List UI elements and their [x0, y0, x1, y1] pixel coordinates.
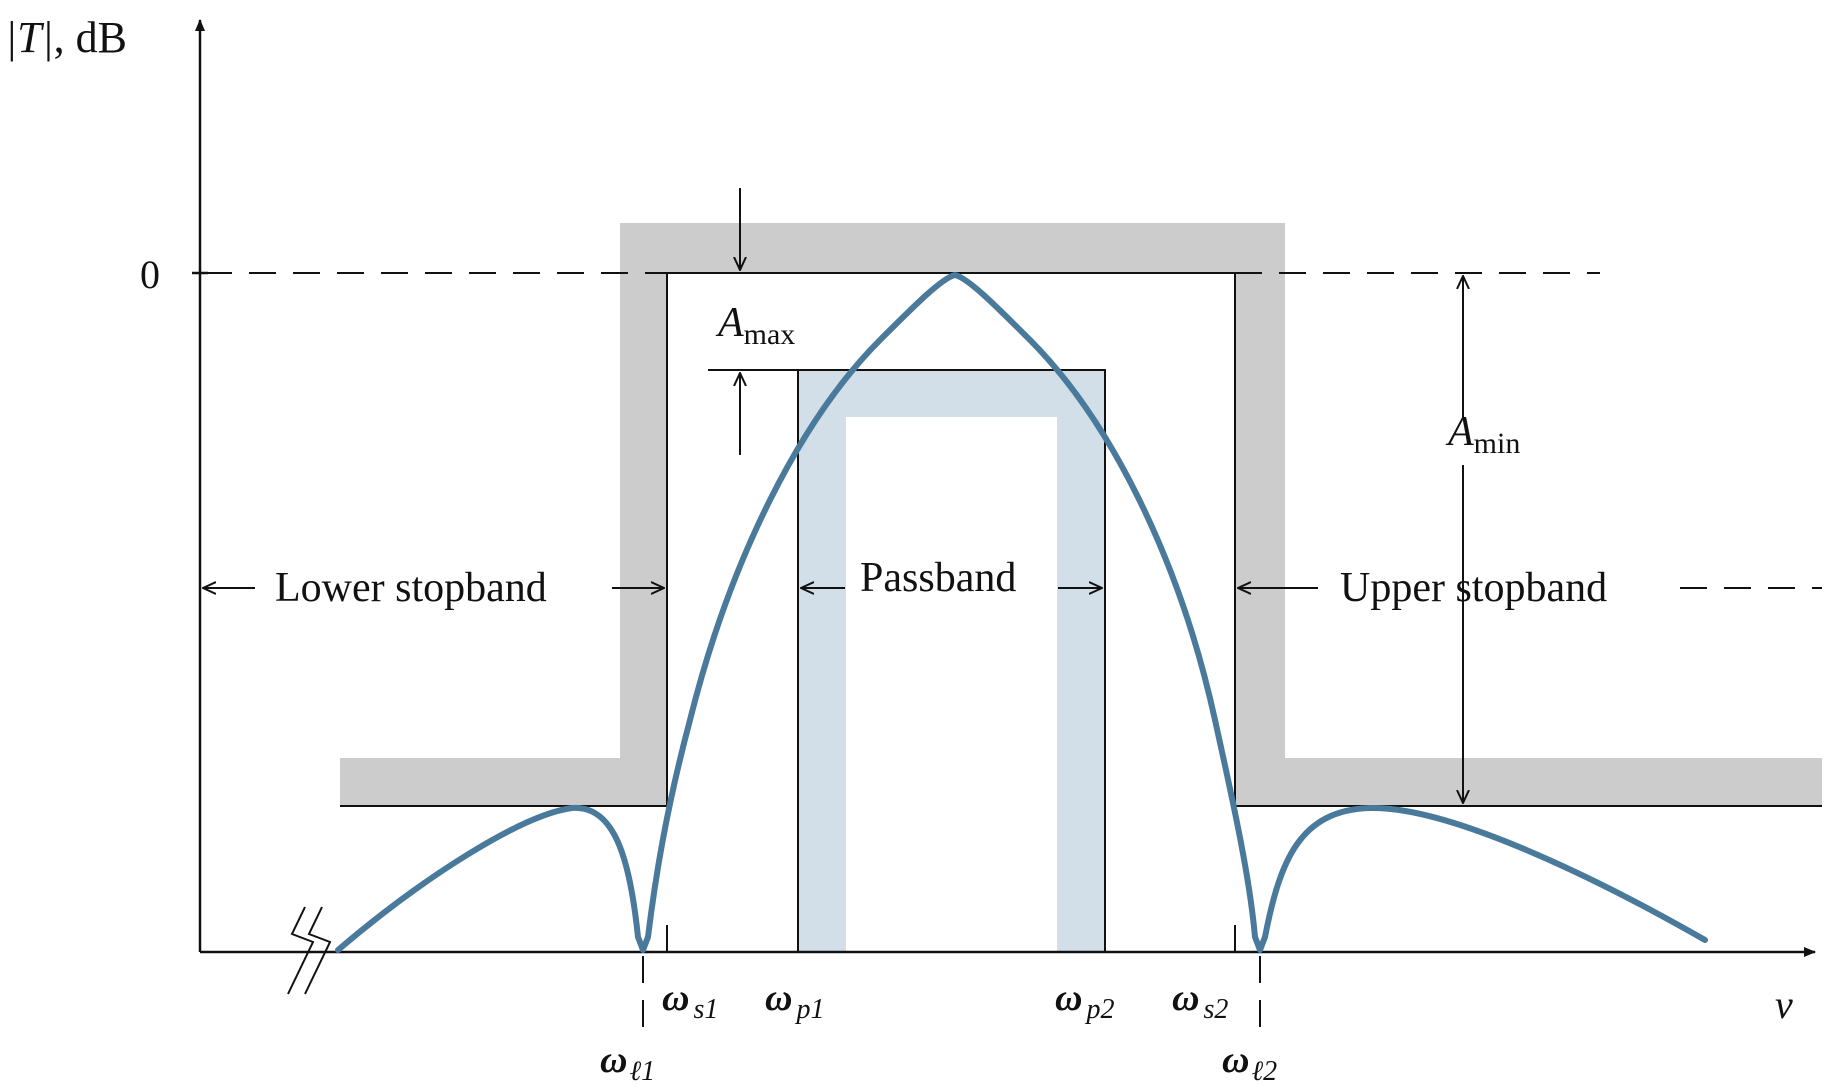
stopband-boundary [340, 272, 1822, 807]
response-curve [335, 272, 1708, 953]
lower-stopband-label: Lower stopband [275, 565, 547, 611]
a-min-label: Amin [1445, 409, 1520, 460]
upper-stopband-label: Upper stopband [1340, 565, 1607, 611]
stopband-shading [340, 223, 1822, 806]
x-axis-label: ν [1775, 982, 1793, 1027]
passband-boundary [797, 369, 1106, 952]
dashed-guides [205, 272, 1822, 1030]
omega-l2-label: ωℓ2 [1222, 1039, 1277, 1087]
a-max-label: Amax [715, 300, 795, 351]
passband-shading [798, 370, 1105, 952]
zero-label: 0 [140, 252, 160, 297]
omega-l1-label: ωℓ1 [600, 1039, 655, 1087]
y-axis-label: |T|, dB [5, 13, 127, 62]
passband-label: Passband [860, 555, 1016, 601]
a-max-arrows [708, 188, 798, 455]
axis-break-icon [287, 906, 332, 995]
axes [192, 19, 1816, 957]
